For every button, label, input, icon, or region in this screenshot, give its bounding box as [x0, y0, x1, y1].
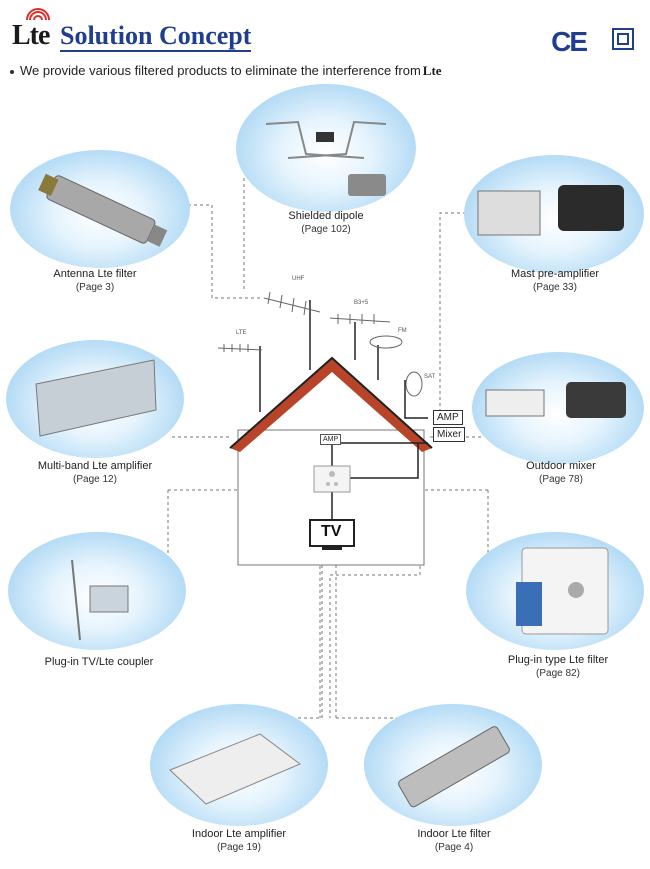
- bullet-icon: [10, 69, 14, 74]
- product-name: Indoor Lte filter: [417, 828, 491, 840]
- intro-line: We provide various filtered products to …: [10, 63, 442, 79]
- product-image-shielded-dipole: [236, 84, 416, 212]
- antenna-label-sat: SAT: [424, 374, 436, 380]
- coupler-icon: [71, 559, 129, 641]
- header: Lte Solution Concept CE: [12, 8, 638, 57]
- product-name: Indoor Lte amplifier: [191, 828, 287, 840]
- product-page: (Page 12): [73, 474, 117, 485]
- product-page: (Page 33): [533, 282, 577, 293]
- product-name: Antenna Lte filter: [53, 268, 137, 280]
- product-image-mast-preamp: [464, 155, 644, 273]
- caption-indoor-amp: Indoor Lte amplifier (Page 19): [154, 828, 324, 854]
- antenna-label-lte: LTE: [236, 330, 247, 336]
- antenna-label-fm: FM: [398, 328, 407, 334]
- product-page: (Page 4): [434, 842, 474, 853]
- wall-plate-icon: [516, 547, 609, 635]
- product-name: Shielded dipole: [288, 210, 364, 222]
- caption-outdoor-mixer: Outdoor mixer (Page 78): [486, 460, 636, 486]
- product-name: Plug-in type Lte filter: [507, 654, 609, 666]
- house-amp-label: AMP: [320, 434, 342, 445]
- signal-waves-icon: [26, 8, 50, 21]
- caption-mast-preamp: Mast pre-amplifier (Page 33): [480, 268, 630, 294]
- product-name: Mast pre-amplifier: [510, 268, 600, 280]
- preamp-box-icon: [477, 185, 624, 236]
- product-image-outdoor-mixer: [472, 352, 644, 464]
- amplifier-box-icon: [35, 359, 157, 437]
- indoor-filter-icon: [398, 726, 510, 808]
- caption-plugin-filter: Plug-in type Lte filter (Page 82): [480, 654, 636, 680]
- caption-antenna-filter: Antenna Lte filter (Page 3): [20, 268, 170, 294]
- product-page: (Page 3): [75, 282, 115, 293]
- intro-logo: Lte: [422, 63, 442, 78]
- caption-multiband-amp: Multi-band Lte amplifier (Page 12): [10, 460, 180, 486]
- caption-tv-coupler: Plug-in TV/Lte coupler: [14, 656, 184, 669]
- dipole-antenna-icon: [265, 120, 387, 196]
- product-name: Multi-band Lte amplifier: [37, 460, 153, 472]
- product-name: Outdoor mixer: [526, 460, 596, 472]
- amp-box-label: AMP: [433, 410, 463, 425]
- product-image-indoor-amp: [150, 704, 328, 826]
- indoor-amp-icon: [169, 733, 301, 805]
- filter-cylinder-icon: [38, 173, 168, 247]
- brand-logo: Lte: [12, 20, 50, 51]
- product-image-antenna-filter: [10, 150, 190, 268]
- product-name: Plug-in TV/Lte coupler: [44, 656, 154, 668]
- product-image-plugin-filter: [466, 532, 644, 650]
- product-page: (Page 102): [301, 224, 351, 235]
- product-page: (Page 78): [539, 474, 583, 485]
- product-page: (Page 82): [536, 668, 580, 679]
- product-image-tv-coupler: [8, 532, 186, 650]
- caption-shielded-dipole: Shielded dipole (Page 102): [256, 210, 396, 236]
- product-image-indoor-filter: [364, 704, 542, 826]
- tv-label: TV: [321, 523, 342, 540]
- mixer-box-icon: [485, 382, 626, 418]
- mixer-box-label: Mixer: [433, 427, 466, 442]
- intro-text: We provide various filtered products to …: [20, 63, 421, 78]
- antenna-label-uhf: UHF: [292, 276, 305, 282]
- page-title: Solution Concept: [60, 21, 252, 52]
- caption-indoor-filter: Indoor Lte filter (Page 4): [376, 828, 532, 854]
- ce-mark-icon: CE: [551, 26, 588, 57]
- product-page: (Page 19): [217, 842, 261, 853]
- product-image-multiband-amp: [6, 340, 184, 458]
- double-insulation-icon: [612, 28, 634, 50]
- antenna-label-b3: B3+5: [354, 300, 369, 306]
